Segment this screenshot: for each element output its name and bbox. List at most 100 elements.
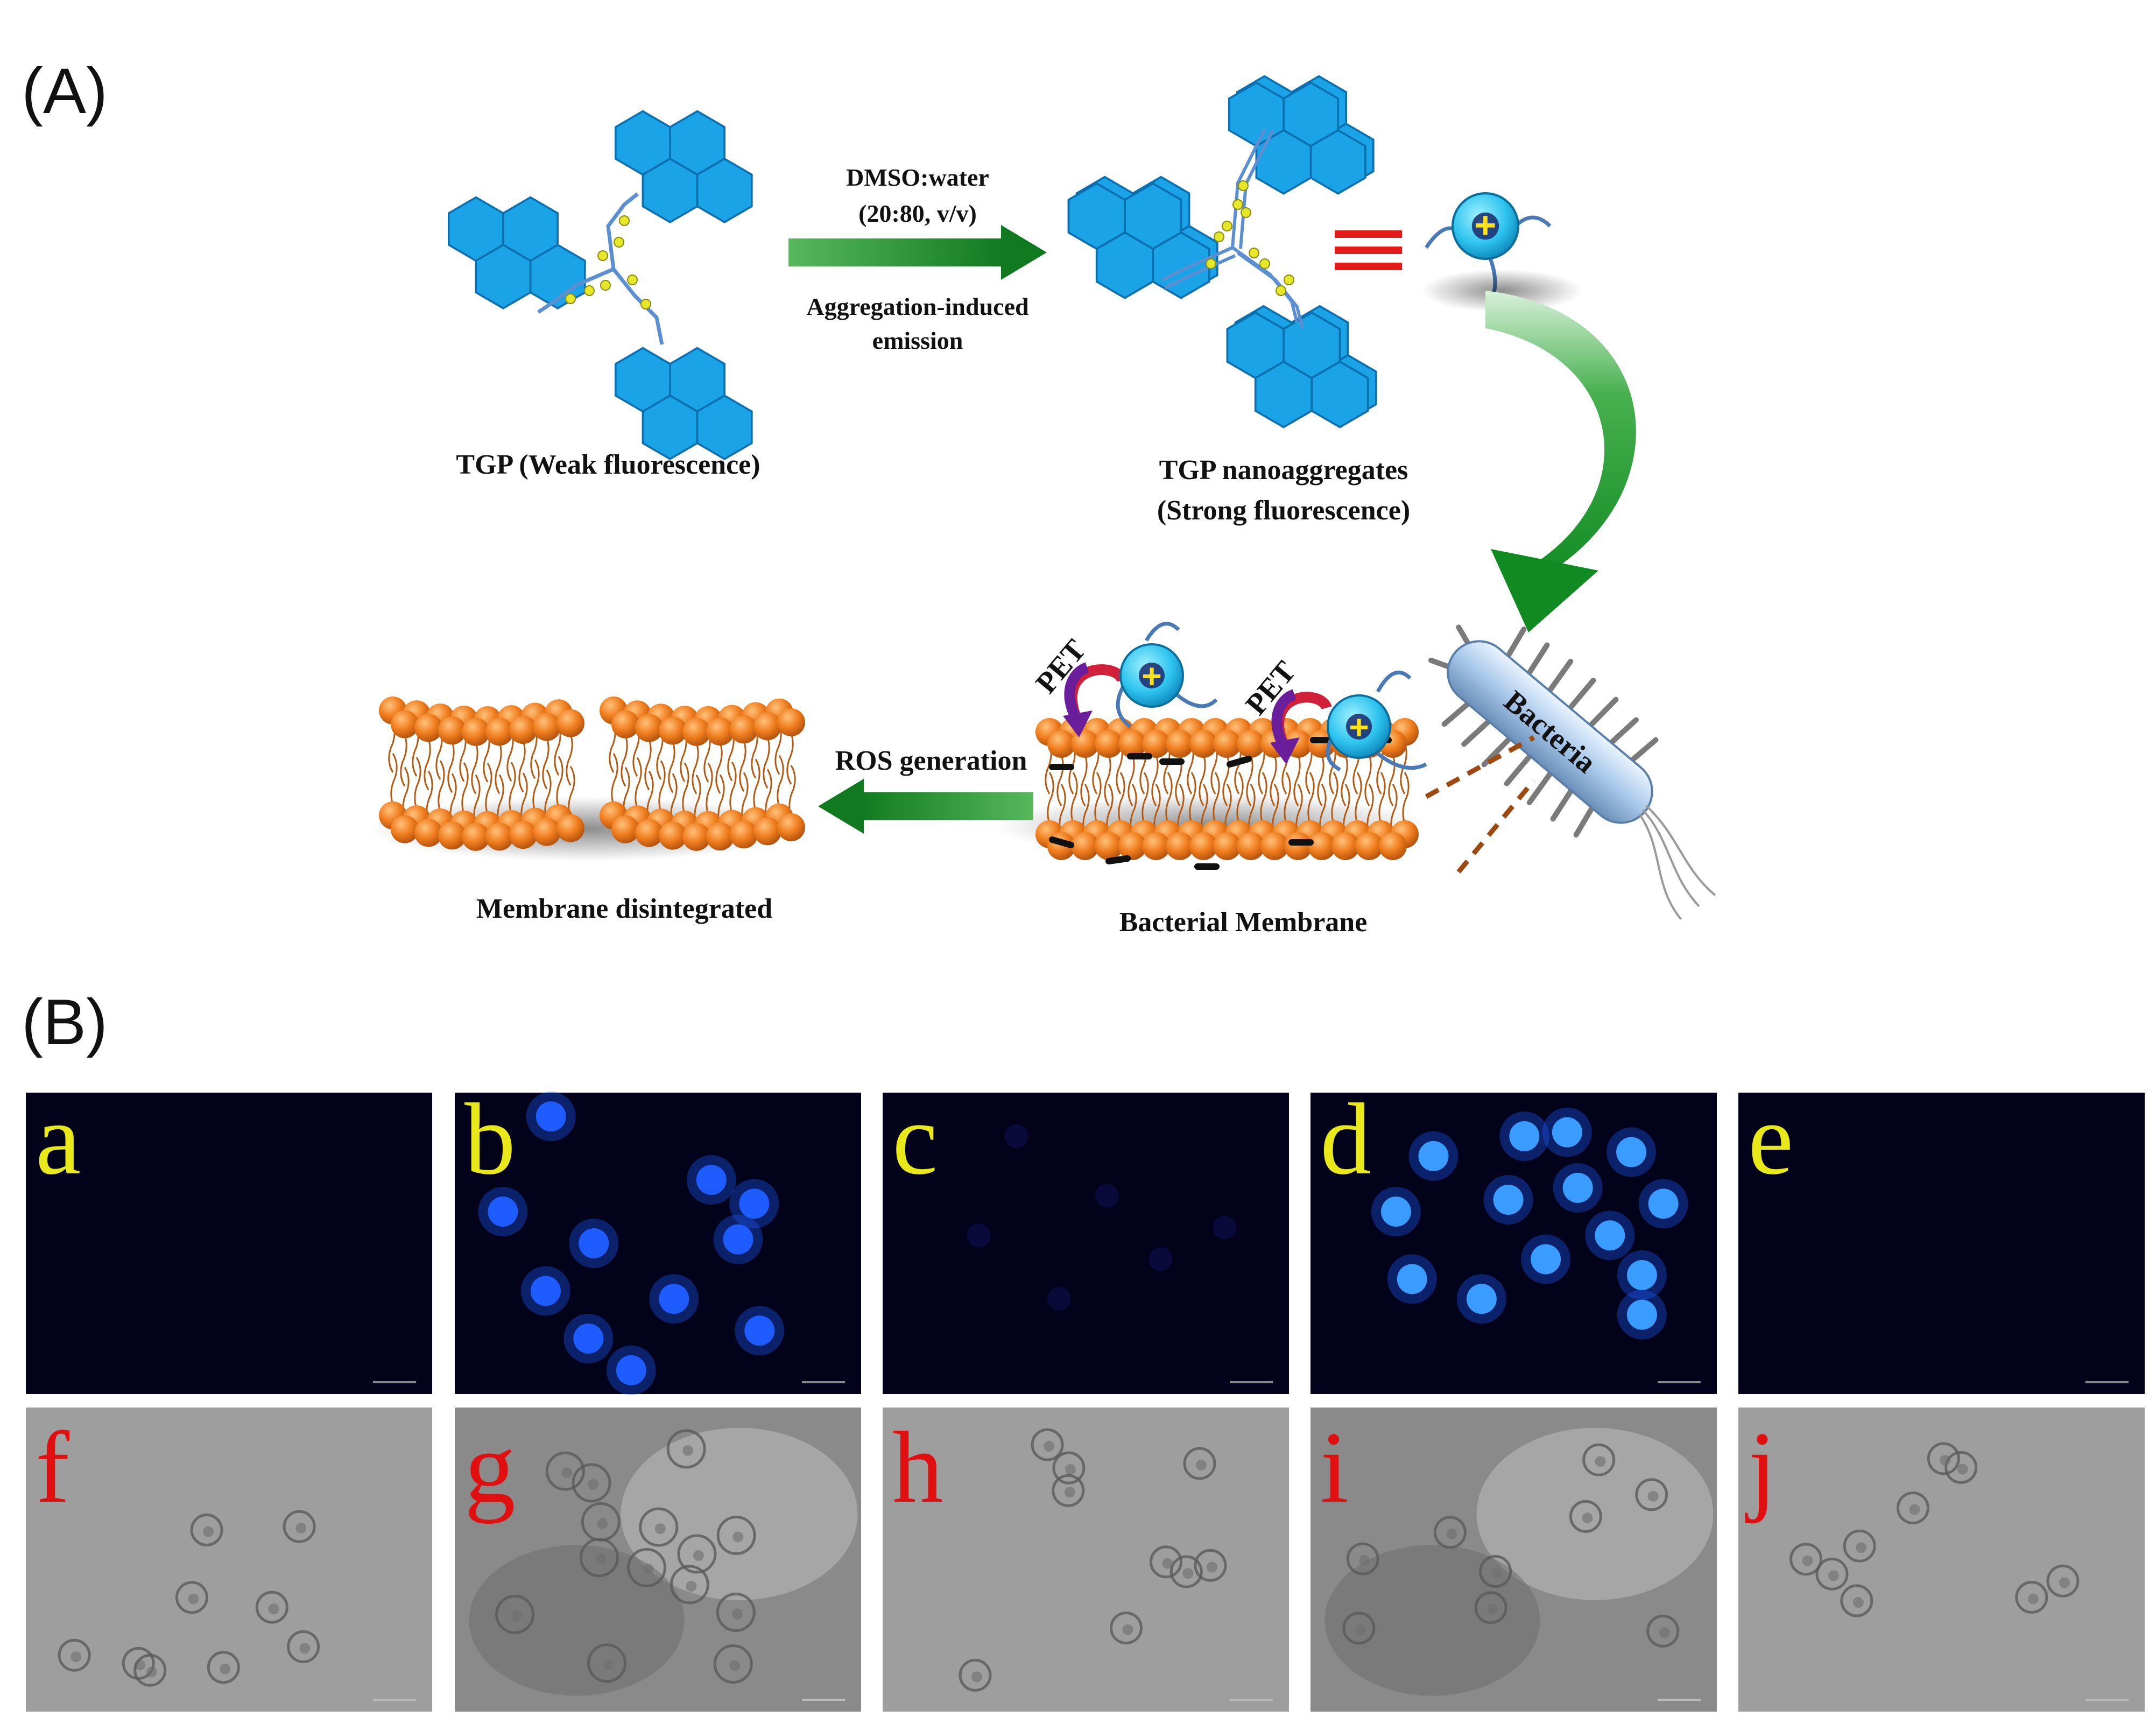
arrow-text-line-2: (20:80, v/v)	[858, 200, 977, 227]
lipid-head	[1166, 730, 1194, 758]
cell-outline	[255, 1591, 288, 1624]
zoom-lines	[1425, 735, 1536, 874]
cell-outline	[2015, 1581, 2048, 1614]
cell-outline	[1896, 1491, 1929, 1525]
fluorescent-cell	[696, 1165, 727, 1195]
lipid-tail	[424, 738, 431, 791]
lipid-tail	[471, 742, 478, 794]
left-molecule-caption: TGP (Weak fluorescence)	[456, 449, 760, 480]
lipid-head	[753, 712, 781, 741]
lipid-tail	[1080, 754, 1088, 806]
probe-1: +	[1116, 622, 1218, 728]
lipid-head	[635, 819, 663, 847]
fluorescent-cell	[1509, 1121, 1540, 1152]
lipid-head	[1260, 832, 1288, 860]
membrane-negative-charges	[1049, 737, 1392, 870]
lipid-tail	[715, 742, 723, 794]
cell-outline	[1194, 1549, 1227, 1582]
lipid-head	[462, 822, 490, 851]
cell-outline	[666, 1429, 706, 1469]
fluorescent-cell	[1397, 1264, 1427, 1294]
lipid-tail	[1400, 742, 1407, 794]
lipid-head	[1118, 832, 1146, 860]
tgp-nanoaggregates	[1067, 75, 1377, 428]
lipid-head	[533, 713, 561, 741]
lipid-head	[509, 821, 537, 849]
cell-outline	[1342, 1612, 1376, 1645]
arrow-text-line-4: emission	[872, 327, 963, 354]
brightfield-image-h: h	[883, 1408, 1289, 1712]
subpanel-letter-c: c	[892, 1083, 938, 1196]
faint-cell	[1004, 1124, 1028, 1149]
cell-outline	[1183, 1447, 1216, 1480]
lipid-head	[438, 821, 466, 850]
fluorescent-cell	[1626, 1259, 1657, 1290]
lipid-head	[611, 815, 639, 843]
fluorescent-cell	[739, 1188, 770, 1219]
cell-outline	[1109, 1612, 1143, 1645]
subpanel-letter-i: i	[1320, 1411, 1349, 1524]
lipid-tail	[644, 738, 652, 791]
cell-outline	[1815, 1557, 1849, 1591]
brightfield-image-j: j	[1738, 1408, 2145, 1712]
lipid-head	[414, 819, 442, 847]
lipid-tail	[542, 737, 549, 790]
lipid-head	[462, 717, 490, 746]
cell-outline	[1843, 1529, 1876, 1563]
lipid-tail	[1246, 754, 1253, 806]
subpanel-letter-b: b	[464, 1083, 516, 1196]
lipid-tail	[706, 763, 713, 815]
fluorescent-cell	[488, 1197, 518, 1227]
fluorescent-cell	[616, 1355, 646, 1385]
lipid-tail	[1341, 754, 1348, 806]
lipid-head	[682, 822, 710, 851]
lipid-head	[438, 716, 466, 745]
cationic-probe: +	[1421, 193, 1582, 312]
lipid-head	[611, 710, 639, 738]
fluorescent-cell	[1552, 1117, 1582, 1148]
lipid-head	[1095, 730, 1123, 758]
lipid-head	[659, 821, 687, 850]
lipid-tail	[729, 761, 737, 814]
arrow-text-line-3: Aggregation-induced	[806, 293, 1029, 320]
lipid-tail	[621, 735, 628, 787]
lipid-tail	[1284, 772, 1291, 824]
cell-outline	[581, 1502, 621, 1542]
membrane-left-caption: Membrane disintegrated	[476, 893, 772, 924]
lipid-tail	[1151, 754, 1159, 806]
lipid-tail	[1189, 772, 1196, 824]
lipid-tail	[1293, 754, 1301, 806]
lipid-tail	[566, 734, 573, 786]
fluorescent-cell	[1595, 1220, 1625, 1251]
cell-outline	[572, 1463, 611, 1503]
subpanel-letter-f: f	[36, 1411, 70, 1524]
lipid-tail	[739, 740, 746, 792]
lipid-tail	[658, 760, 666, 812]
lipid-tail	[1402, 772, 1410, 824]
lipid-head	[1142, 730, 1170, 758]
cell-outline	[207, 1651, 240, 1684]
lipid-head	[777, 708, 805, 736]
pet-arrow-1	[1063, 662, 1128, 737]
lipid-tail	[400, 735, 407, 787]
lipid-tail	[1213, 772, 1220, 824]
charge-symbol: +	[1475, 204, 1497, 246]
tgp-molecule-weak	[447, 110, 753, 460]
membrane-right-caption: Bacterial Membrane	[1119, 907, 1368, 938]
aie-arrow	[788, 225, 1047, 280]
faint-cell	[1095, 1184, 1119, 1208]
lipid-head	[1071, 832, 1099, 860]
disintegrated-membrane	[369, 696, 805, 861]
lipid-tail	[692, 742, 699, 794]
lipid-tail	[1118, 772, 1125, 824]
cell-outline	[1474, 1591, 1507, 1624]
cell-outline	[639, 1507, 679, 1547]
fluorescent-cell	[723, 1224, 753, 1255]
charge-symbol-1: +	[1142, 657, 1161, 695]
cell-outline	[1433, 1516, 1467, 1549]
fluorescent-cell	[1466, 1284, 1497, 1314]
fluorescent-cell	[659, 1284, 689, 1314]
lipid-tail	[1056, 754, 1064, 806]
cell-outline	[1840, 1584, 1873, 1617]
lipid-tail	[461, 762, 469, 814]
